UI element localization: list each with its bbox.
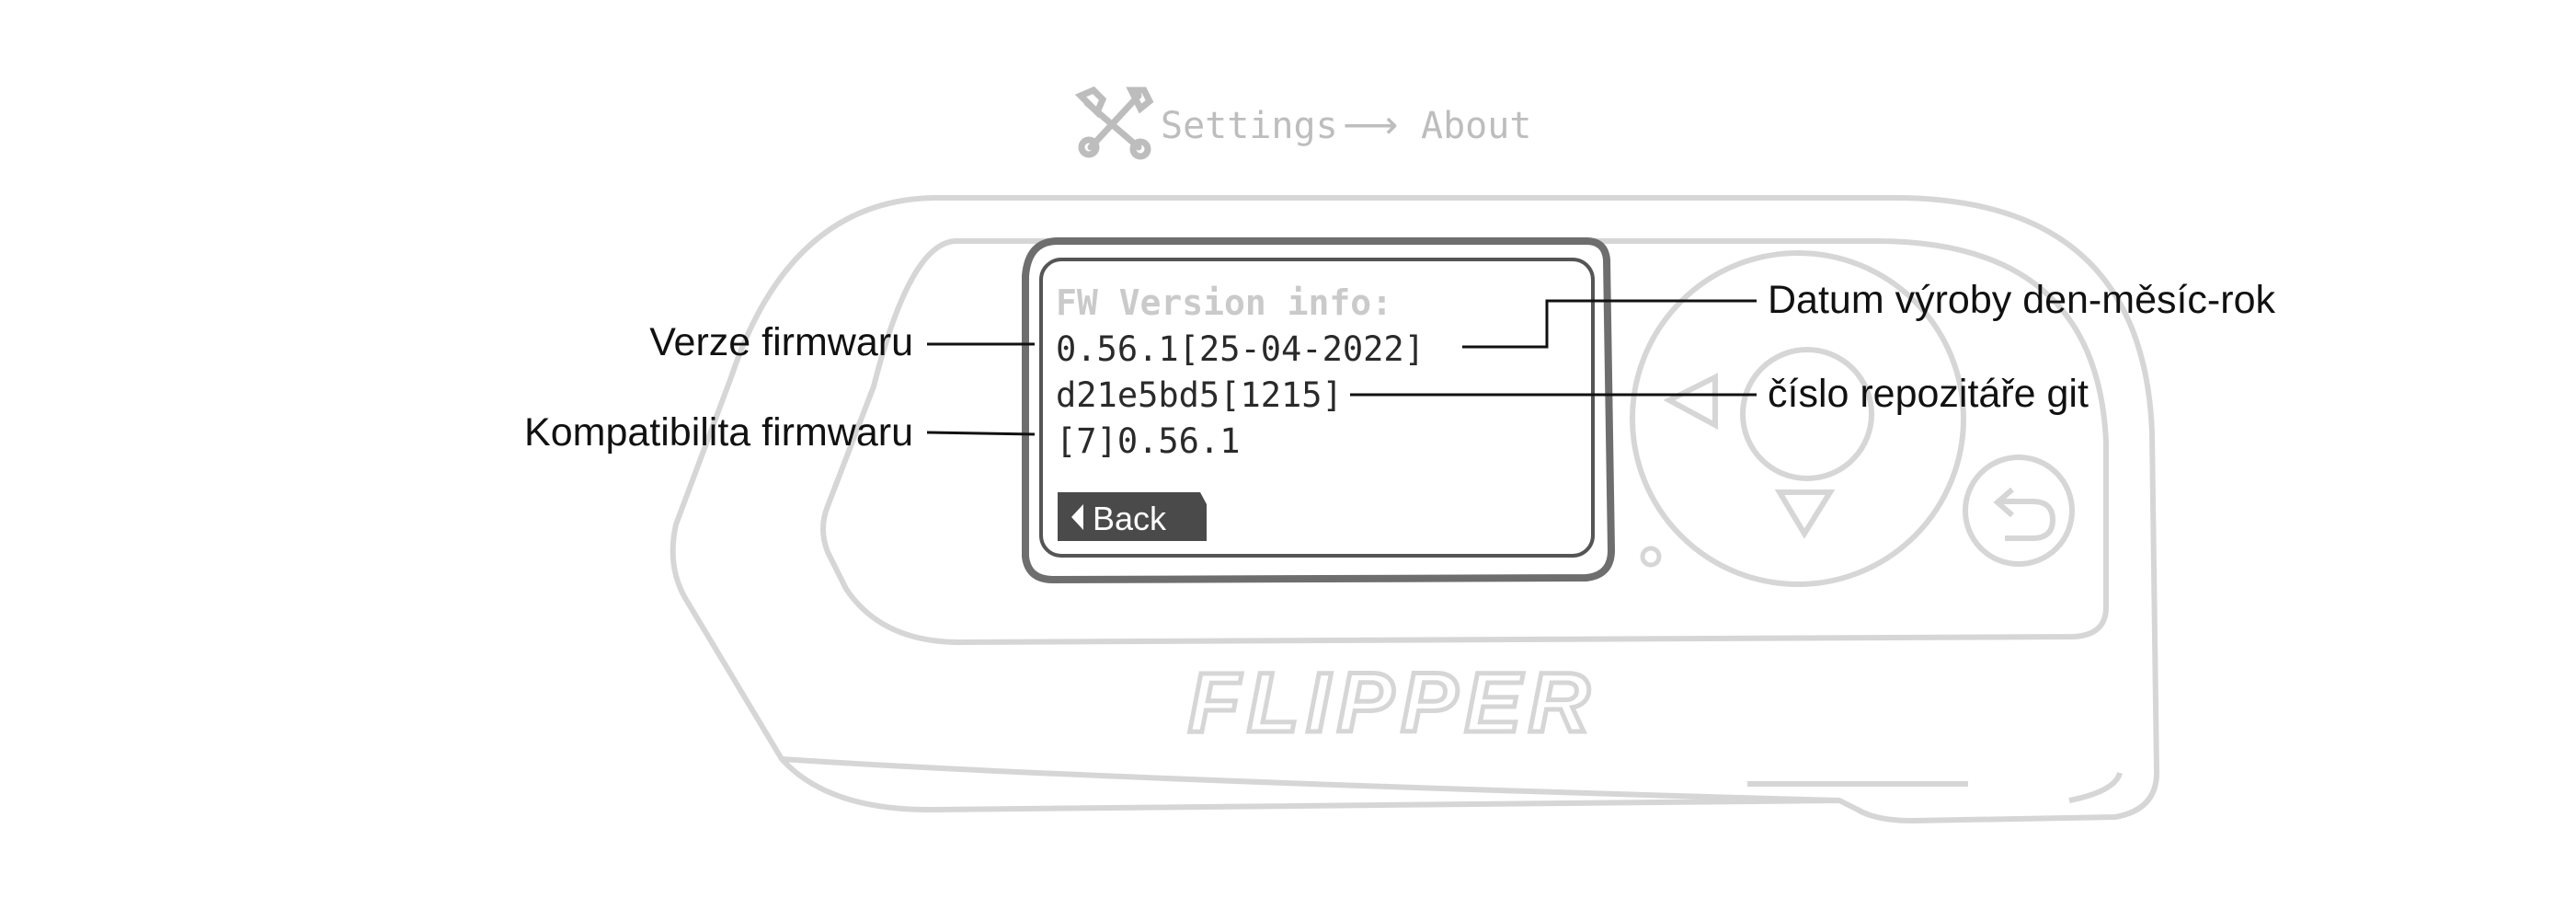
firmware-version-line: 0.56.1[25-04-2022] <box>1056 329 1425 369</box>
dpad[interactable] <box>1630 250 1966 587</box>
label-git-repo: číslo repozitáře git <box>1768 372 2089 416</box>
device-back-button[interactable] <box>1963 455 2075 567</box>
back-arrow-icon <box>1071 504 1083 530</box>
firmware-compat-line: [7]0.56.1 <box>1056 421 1240 461</box>
dpad-ring <box>1630 250 1966 587</box>
callout-build-date <box>1462 299 1757 349</box>
return-arrow-icon <box>1993 487 2056 541</box>
callout-lines <box>926 299 1757 436</box>
label-build-date: Datum výroby den-měsíc-rok <box>1768 278 2275 322</box>
flipper-device <box>670 195 2159 823</box>
label-firmware-version: Verze firmwaru <box>649 320 913 364</box>
device-led <box>1640 546 1662 568</box>
device-outer-shell <box>670 195 2159 823</box>
breadcrumb-parent: Settings <box>1161 105 1338 147</box>
breadcrumb-arrow: ⟶ <box>1343 103 1398 146</box>
screen-title: FW Version info: <box>1056 282 1392 323</box>
device-inner-panel <box>820 238 2109 646</box>
label-firmware-compat: Kompatibilita firmwaru <box>524 410 913 455</box>
device-logo: FLIPPER <box>1188 656 1597 750</box>
callout-firmware-compat <box>926 431 1036 436</box>
dpad-down-arrow-icon[interactable] <box>1774 489 1836 539</box>
dpad-left-arrow-icon[interactable] <box>1663 373 1718 431</box>
device-corner-slot <box>2068 771 2123 803</box>
breadcrumb: Settings ⟶ About <box>1074 86 1531 160</box>
device-lower-edge <box>781 756 1840 803</box>
dpad-center-button[interactable] <box>1740 347 1874 481</box>
back-button-label: Back <box>1093 500 1167 537</box>
git-repo-line: d21e5bd5[1215] <box>1056 375 1343 415</box>
breadcrumb-current: About <box>1421 105 1531 147</box>
device-screen: FW Version info: 0.56.1[25-04-2022] d21e… <box>1022 237 1616 584</box>
screen-inner-frame <box>1039 258 1595 558</box>
settings-tools-icon <box>1074 86 1154 160</box>
back-button[interactable]: Back <box>1058 492 1207 541</box>
